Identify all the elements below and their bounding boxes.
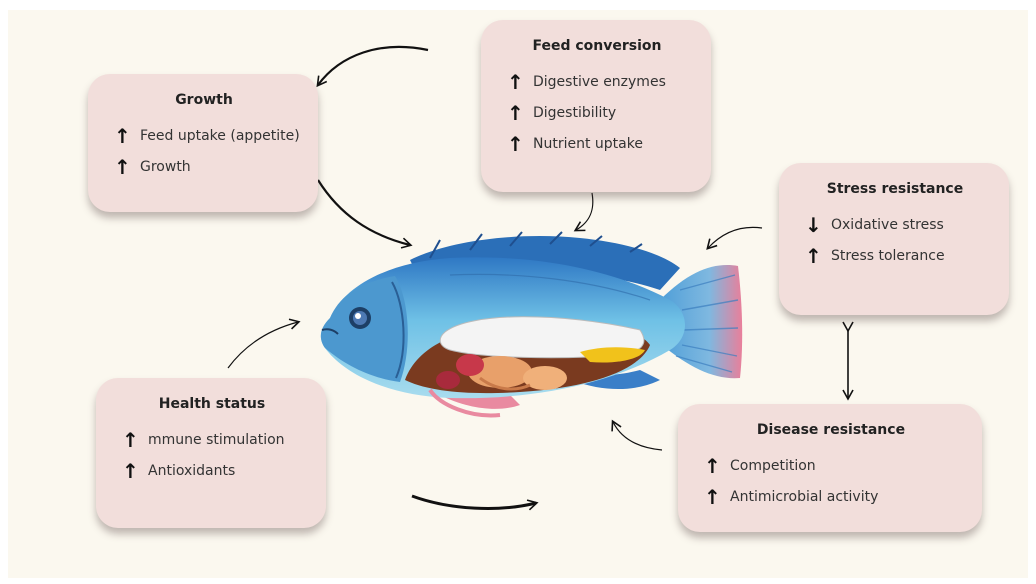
list-item: ↑ Stress tolerance [805,240,999,271]
item-label: Stress tolerance [831,248,945,264]
arrow-disease-to-fish [613,422,662,450]
item-label: Antimicrobial activity [730,489,878,505]
item-label: Antioxidants [148,463,235,479]
up-arrow-icon: ↑ [507,103,533,123]
arrow-growth-to-fish [318,180,410,245]
up-arrow-icon: ↑ [704,456,730,476]
up-arrow-icon: ↑ [805,246,831,266]
list-item: ↑ Antimicrobial activity [704,481,972,512]
feed-conversion-box: Feed conversion ↑ Digestive enzymes ↑ Di… [481,20,711,192]
list-item: ↑ mmune stimulation [122,424,316,455]
item-label: Feed uptake (appetite) [140,128,300,144]
list-item: ↑ Growth [114,151,308,182]
list-item: ↑ Competition [704,450,972,481]
disease-resistance-box: Disease resistance ↑ Competition ↑ Antim… [678,404,982,532]
item-label: mmune stimulation [148,432,285,448]
list-item: ↑ Digestibility [507,97,701,128]
growth-title: Growth [114,92,308,108]
up-arrow-icon: ↑ [704,487,730,507]
stress-resistance-title: Stress resistance [805,181,999,197]
list-item: ↑ Nutrient uptake [507,128,701,159]
list-item: ↑ Feed uptake (appetite) [114,120,308,151]
list-item: ↓ Oxidative stress [805,209,999,240]
item-label: Growth [140,159,191,175]
down-arrow-icon: ↓ [805,215,831,235]
fish-illustration [321,232,742,415]
arrow-stress-to-fish [708,227,762,248]
up-arrow-icon: ↑ [507,134,533,154]
up-arrow-icon: ↑ [114,157,140,177]
stress-resistance-box: Stress resistance ↓ Oxidative stress ↑ S… [779,163,1009,315]
arrow-feed-to-fish [576,193,593,230]
item-label: Nutrient uptake [533,136,643,152]
item-label: Competition [730,458,816,474]
arrow-health-to-fish [228,322,298,368]
disease-resistance-title: Disease resistance [704,422,972,438]
list-item: ↑ Digestive enzymes [507,66,701,97]
item-label: Digestibility [533,105,616,121]
feed-conversion-title: Feed conversion [507,38,701,54]
up-arrow-icon: ↑ [114,126,140,146]
up-arrow-icon: ↑ [122,461,148,481]
up-arrow-icon: ↑ [122,430,148,450]
growth-box: Growth ↑ Feed uptake (appetite) ↑ Growth [88,74,318,212]
list-item: ↑ Antioxidants [122,455,316,486]
item-label: Digestive enzymes [533,74,666,90]
health-status-box: Health status ↑ mmune stimulation ↑ Anti… [96,378,326,528]
up-arrow-icon: ↑ [507,72,533,92]
health-status-title: Health status [122,396,316,412]
item-label: Oxidative stress [831,217,944,233]
arrow-feed-to-growth [318,47,428,85]
arrow-health-to-disease [412,496,536,508]
